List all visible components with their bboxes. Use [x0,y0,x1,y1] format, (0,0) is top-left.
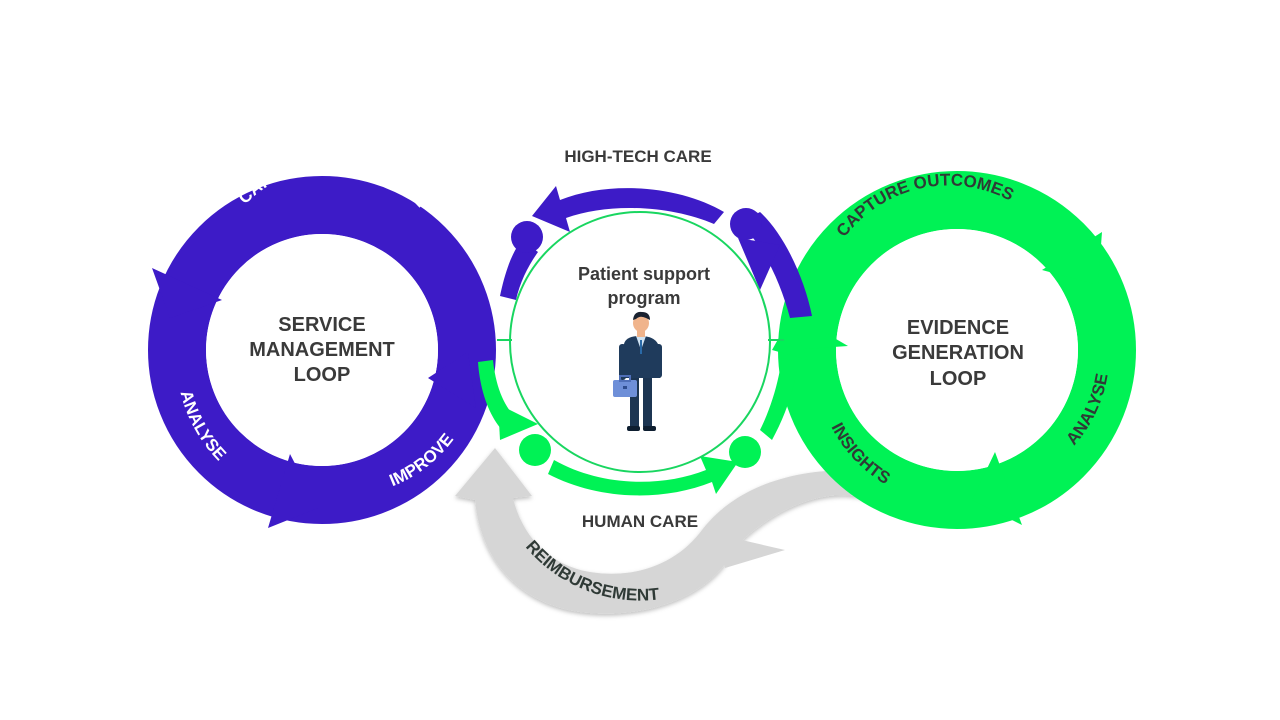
evidence-generation-title: EVIDENCE GENERATION LOOP [892,317,1024,390]
service-title-line-3: LOOP [294,364,351,386]
evidence-title-line-3: LOOP [930,368,987,390]
arrowhead [1042,232,1102,285]
evidence-title-line-1: EVIDENCE [907,317,1009,339]
high-tech-care-arrow [500,186,812,318]
arrowhead [152,268,222,318]
evidence-title-line-2: GENERATION [892,342,1024,364]
service-title-line-2: MANAGEMENT [249,339,395,361]
service-title-line-1: SERVICE [278,314,365,336]
reimbursement-arrow [455,448,895,614]
psp-title-line-1: Patient support [578,264,710,284]
human-care-label: HUMAN CARE [582,512,698,531]
arrowhead [428,352,476,408]
human-care-arrow [478,318,808,496]
evidence-generation-ring [778,171,1136,529]
service-management-title: SERVICE MANAGEMENT LOOP [249,314,395,386]
arrowhead [790,318,848,350]
arrowhead [268,454,318,528]
patient-support-title: Patient support program [578,264,710,308]
arrowhead [972,452,1022,525]
service-management-ring [148,176,496,528]
psp-title-line-2: program [607,288,680,308]
businessman-icon [613,311,662,431]
high-tech-care-label: HIGH-TECH CARE [564,147,711,166]
